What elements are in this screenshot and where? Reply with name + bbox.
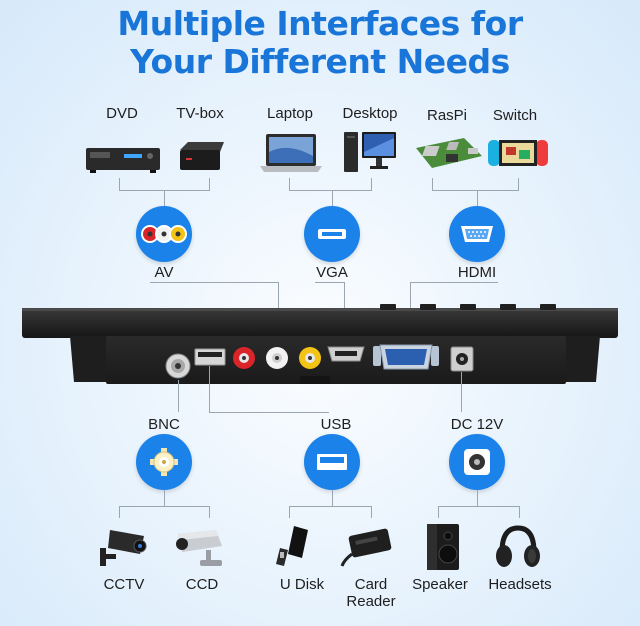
device-label-desktop: Desktop: [342, 105, 398, 122]
usb-icon: [317, 454, 347, 470]
device-label-laptop: Laptop: [267, 105, 313, 122]
port-label-av: AV: [154, 264, 174, 281]
vga-icon: [318, 229, 346, 239]
panel-bnc-port: [165, 353, 191, 379]
panel-vga-port: [373, 344, 439, 370]
dvd-player-icon: [86, 148, 160, 173]
panel-dc-jack: [450, 346, 474, 372]
raspberry-pi-icon: [416, 138, 482, 168]
device-label-switch: Switch: [492, 107, 538, 124]
av-rca-icon: [141, 225, 187, 243]
port-label-usb: USB: [320, 416, 352, 433]
title-line-1: Multiple Interfaces for: [117, 4, 523, 43]
switch-console-icon: [488, 140, 548, 166]
device-label-dvd: DVD: [106, 105, 138, 122]
port-label-dc: DC 12V: [450, 416, 504, 433]
hdmi-icon: [461, 226, 493, 242]
bnc-icon: [150, 448, 178, 476]
laptop-icon: [260, 134, 322, 172]
cctv-camera-icon: [100, 530, 147, 566]
port-label-hdmi: HDMI: [457, 264, 497, 281]
device-label-ccd: CCD: [185, 576, 219, 593]
title-line-2: Your Different Needs: [130, 42, 510, 81]
port-label-vga: VGA: [316, 264, 348, 281]
card-reader-icon: [340, 528, 392, 567]
device-label-card-reader: Card Reader: [346, 576, 396, 610]
device-label-cctv: CCTV: [103, 576, 145, 593]
port-label-bnc: BNC: [148, 416, 180, 433]
panel-hdmi-port: [327, 346, 365, 362]
speaker-icon: [427, 524, 459, 570]
usb-flash-drive-icon: [276, 526, 308, 566]
dc-port-circle: [449, 434, 505, 490]
tv-box-icon: [180, 142, 224, 170]
hdmi-port-circle: [449, 206, 505, 262]
av-port-circle: [136, 206, 192, 262]
desktop-icon: [344, 132, 396, 172]
device-label-udisk: U Disk: [279, 576, 325, 593]
usb-port-circle: [304, 434, 360, 490]
ccd-camera-icon: [176, 530, 222, 566]
panel-usb-port: [194, 348, 226, 366]
device-label-tvbox: TV-box: [176, 105, 224, 122]
bnc-port-circle: [136, 434, 192, 490]
vga-port-circle: [304, 206, 360, 262]
device-label-speaker: Speaker: [412, 576, 468, 593]
panel-rca-ports: [233, 347, 321, 369]
headsets-icon: [496, 525, 540, 567]
dc-jack-icon: [464, 449, 490, 475]
device-label-raspi: RasPi: [426, 107, 467, 124]
device-label-headsets: Headsets: [488, 576, 552, 593]
